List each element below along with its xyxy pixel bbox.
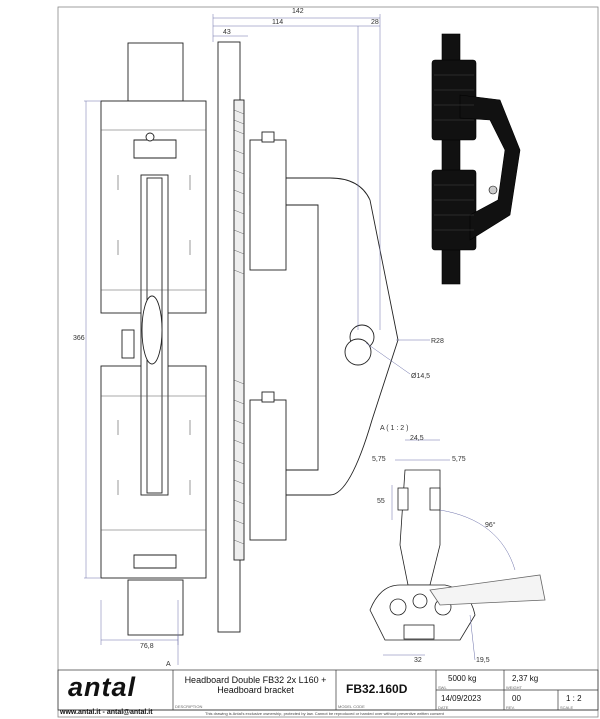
website-text: www.antal.it	[60, 709, 101, 716]
ownership-disclaimer: This drawing is Antal's exclusive owners…	[205, 711, 444, 716]
detail-dim-19-5: 19,5	[476, 657, 490, 664]
model-code: FB32.160D	[346, 682, 408, 696]
front-center-shackle	[141, 295, 163, 365]
model-code-label: MODEL CODE	[338, 704, 365, 709]
side-rail-teeth	[233, 109, 245, 545]
detail-label: A ( 1 : 2 )	[380, 425, 408, 432]
detail-a-view	[369, 469, 546, 641]
detail-pin-center	[412, 593, 428, 609]
dim-76-8: 76,8	[140, 643, 154, 650]
detail-dim-24-5: 24,5	[410, 435, 424, 442]
revision-label: REV.	[506, 705, 515, 710]
description-text: Headboard Double FB32 2x L160 + Headboar…	[184, 675, 327, 695]
detail-dim-32: 32	[414, 657, 422, 664]
product-render	[431, 33, 521, 285]
title-block	[57, 669, 599, 711]
section-marker-a: A	[166, 661, 171, 668]
side-lower-cap	[261, 391, 275, 403]
detail-left-tab	[397, 487, 409, 511]
description-label: DESCRIPTION	[175, 704, 203, 709]
detail-dim-angle: 96°	[485, 521, 496, 529]
detail-dim-5-75-left: 5,75	[372, 456, 386, 463]
detail-dim-5-75-right: 5,75	[452, 456, 466, 463]
dim-366: 366	[73, 335, 85, 342]
side-rail-teeth-strip	[233, 99, 245, 561]
detail-arm	[399, 469, 441, 586]
front-view	[100, 42, 207, 636]
detail-dimension-lines	[383, 439, 516, 661]
dimension-lines	[84, 14, 430, 665]
front-top-bolt	[145, 132, 155, 142]
dim-radius: R28	[431, 338, 444, 345]
date-label: DATE	[438, 705, 449, 710]
revision-value: 00	[512, 694, 521, 703]
dim-overall-width: 142	[292, 8, 304, 15]
detail-rotated-arm	[429, 574, 546, 606]
swl-label: SWL	[438, 685, 447, 690]
detail-right-tab	[429, 487, 441, 511]
detail-bottom-block	[403, 624, 435, 640]
side-view	[217, 41, 399, 633]
antal-logo: antal	[68, 672, 137, 702]
front-top-tube	[127, 42, 184, 102]
side-upper-trolley	[249, 139, 287, 271]
weight-label: WEIGHT	[506, 685, 522, 690]
drawing-frame	[57, 6, 599, 718]
date-value: 14/09/2023	[441, 694, 482, 703]
scale-value: 1 : 2	[566, 694, 582, 703]
front-bottom-clamp	[133, 554, 177, 569]
dim-hole-diameter: Ø14,5	[411, 373, 430, 380]
dim-43: 43	[223, 29, 231, 36]
front-bottom-tube	[127, 579, 184, 636]
render-lower-trolley	[431, 169, 477, 251]
front-top-clamp	[133, 139, 177, 159]
front-side-latch	[121, 329, 135, 359]
detail-pin-left	[389, 598, 407, 616]
weight-value: 2,37 kg	[512, 674, 539, 683]
dim-28: 28	[371, 19, 379, 26]
scale-label: SCALE	[560, 705, 574, 710]
email-text: antal@antal.it	[106, 709, 153, 716]
swl-value: 5000 kg	[448, 674, 477, 683]
side-upper-cap	[261, 131, 275, 143]
detail-dim-55: 55	[377, 498, 385, 505]
render-bolt	[488, 185, 498, 195]
website-link[interactable]: www.antal.it - antal@antal.it	[60, 709, 153, 716]
side-lower-trolley	[249, 399, 287, 541]
dim-114: 114	[272, 19, 283, 26]
bracket-shackle-pin	[344, 338, 372, 366]
